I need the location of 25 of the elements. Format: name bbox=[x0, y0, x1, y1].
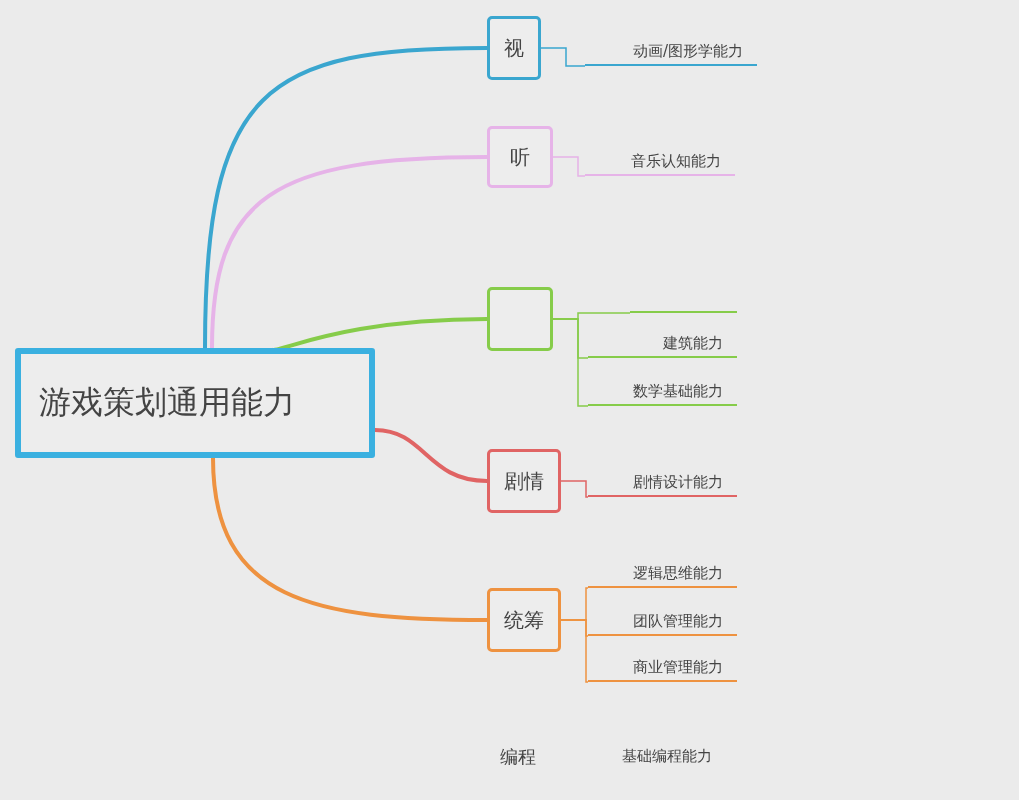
branch-connector bbox=[203, 46, 488, 349]
branch-box: 剧情 bbox=[487, 449, 561, 513]
leaf-topic: 动画/图形学能力 bbox=[585, 40, 757, 66]
leaf-topic: 音乐认知能力 bbox=[585, 150, 735, 176]
leaf-topic: 数学基础能力 bbox=[588, 380, 737, 406]
branch-box bbox=[487, 287, 553, 351]
branch-connector bbox=[374, 428, 488, 483]
leaf-topic: 逻辑思维能力 bbox=[588, 562, 737, 588]
topic-connector bbox=[552, 156, 586, 177]
leaf-topic: 剧情设计能力 bbox=[588, 471, 737, 497]
leaf-topic: 商业管理能力 bbox=[588, 656, 737, 682]
leaf-topic: 团队管理能力 bbox=[588, 610, 737, 636]
branch-connector bbox=[210, 155, 488, 349]
branch-box: 听 bbox=[487, 126, 553, 188]
topic-connector bbox=[552, 318, 589, 407]
topic-connector bbox=[560, 480, 589, 498]
topic-connector bbox=[560, 619, 589, 683]
branch-box: 视 bbox=[487, 16, 541, 80]
branch-topic-text: 编程 bbox=[500, 745, 536, 769]
branch-connector bbox=[211, 457, 488, 622]
central-topic-box: 游戏策划通用能力 bbox=[15, 348, 375, 458]
leaf-topic: 建筑能力 bbox=[588, 332, 737, 358]
leaf-topic-text: 基础编程能力 bbox=[622, 747, 712, 766]
branch-box: 统筹 bbox=[487, 588, 561, 652]
topic-connector bbox=[540, 47, 586, 67]
